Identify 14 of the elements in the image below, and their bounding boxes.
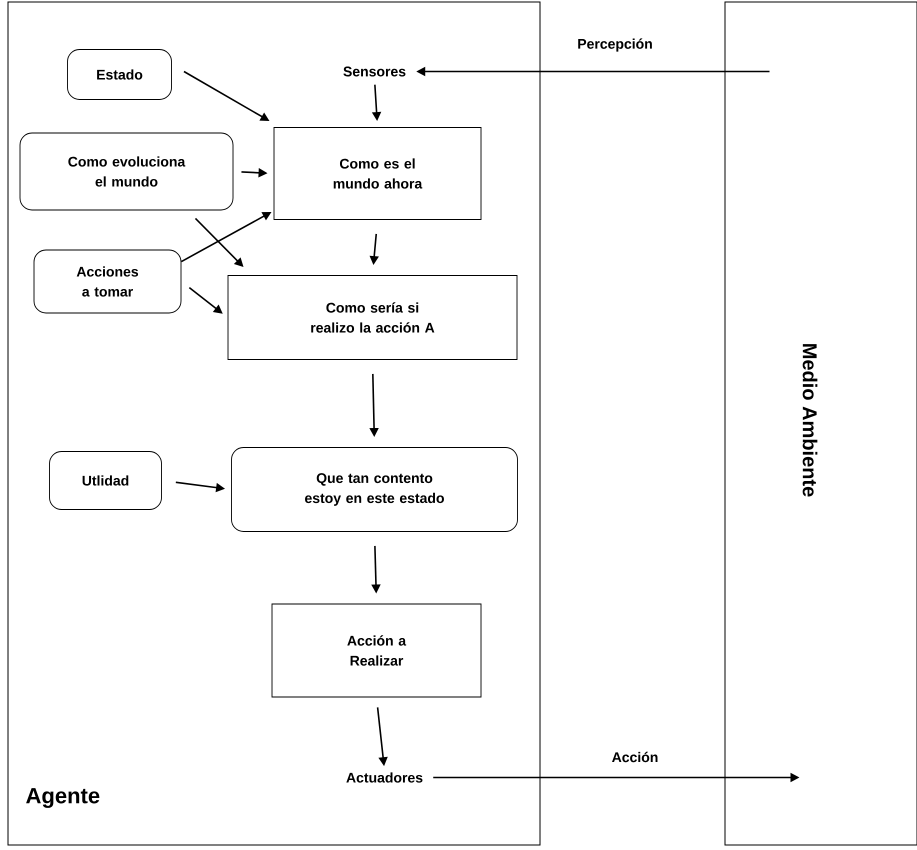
input-box: Como evoluciona el mundo [20, 132, 234, 210]
edge-label: Percepción [576, 37, 654, 53]
process-box: Como es el mundo ahora [274, 127, 482, 220]
arrow [194, 218, 244, 267]
actuator-label: Actuadores [346, 772, 422, 783]
edge-label: Acción [610, 750, 660, 764]
environment-band: Medio Ambiente [724, 2, 917, 846]
sensor-label: Sensores [343, 66, 406, 76]
input-box: Acciones a tomar [34, 250, 182, 314]
input-box: Estado [67, 49, 172, 100]
input-box: Utlidad [49, 451, 162, 510]
process-box: Acción a Realizar [272, 604, 482, 698]
process-box: Como sería si realizo la acción A [228, 275, 518, 360]
process-box: Que tan contento estoy en este estado [231, 447, 518, 532]
